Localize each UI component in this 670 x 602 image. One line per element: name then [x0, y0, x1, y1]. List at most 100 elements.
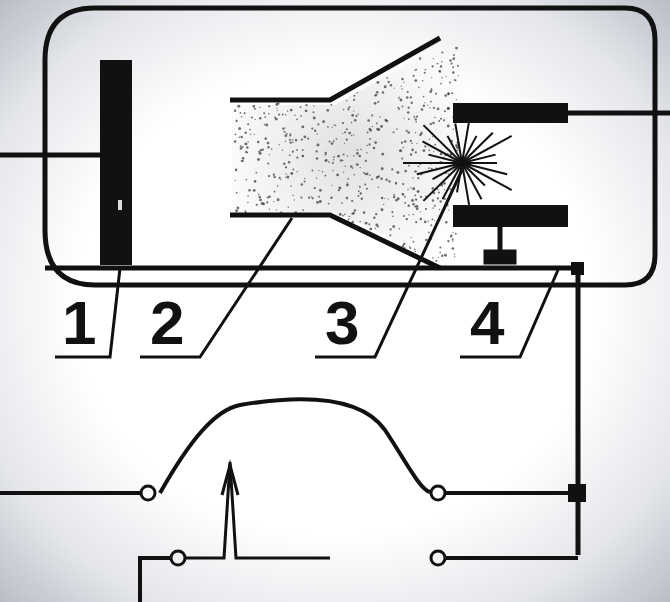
- electron-dot: [431, 89, 433, 91]
- electron-dot: [418, 87, 420, 89]
- electron-dot: [251, 116, 253, 118]
- electron-dot: [316, 201, 319, 204]
- electron-dot: [242, 160, 244, 162]
- electron-dot: [434, 144, 436, 146]
- electron-dot: [313, 111, 315, 113]
- electron-dot: [289, 154, 291, 156]
- electron-dot: [290, 109, 293, 112]
- electron-dot: [235, 133, 237, 135]
- electron-dot: [458, 75, 459, 76]
- electron-dot: [410, 153, 412, 155]
- electron-dot: [425, 69, 427, 71]
- electron-dot: [384, 198, 385, 199]
- electron-dot: [402, 106, 404, 108]
- electron-dot: [294, 199, 295, 200]
- electron-dot: [447, 125, 450, 128]
- electron-dot: [316, 157, 318, 159]
- electron-dot: [443, 119, 445, 121]
- electron-dot: [311, 127, 313, 129]
- electron-dot: [388, 198, 389, 199]
- electron-dot: [406, 218, 408, 220]
- electron-dot: [449, 59, 452, 62]
- electron-dot: [338, 186, 341, 189]
- electron-dot: [455, 233, 457, 235]
- electron-dot: [369, 228, 372, 231]
- electron-dot: [254, 108, 256, 110]
- electron-dot: [278, 114, 280, 116]
- electron-dot: [235, 169, 238, 172]
- electron-dot: [417, 177, 419, 179]
- electron-dot: [432, 136, 433, 137]
- electron-dot: [419, 57, 421, 59]
- electron-dot: [438, 191, 440, 193]
- electron-dot: [239, 112, 241, 114]
- electron-dot: [262, 148, 264, 150]
- electron-dot: [244, 132, 246, 134]
- electron-dot: [351, 114, 354, 117]
- electron-dot: [351, 200, 353, 202]
- electron-dot: [290, 185, 292, 187]
- electron-dot: [411, 142, 413, 144]
- electron-dot: [347, 178, 349, 180]
- electron-dot: [285, 141, 286, 142]
- electron-dot: [295, 139, 297, 141]
- electron-dot: [429, 139, 430, 140]
- electron-dot: [410, 140, 412, 142]
- electron-dot: [289, 135, 291, 137]
- electron-dot: [256, 204, 258, 206]
- electron-dot: [441, 254, 443, 256]
- electron-dot: [343, 153, 345, 155]
- electron-dot: [388, 180, 390, 182]
- electron-dot: [240, 147, 243, 150]
- electron-dot: [451, 63, 453, 65]
- electron-dot: [302, 149, 304, 151]
- electron-dot: [440, 65, 442, 67]
- electron-dot: [354, 209, 356, 211]
- electron-dot: [392, 225, 395, 228]
- spark-ray: [462, 136, 512, 163]
- electron-dot: [293, 169, 295, 171]
- electron-dot: [377, 101, 379, 103]
- electron-dot: [292, 151, 294, 153]
- electron-dot: [314, 130, 316, 132]
- electron-dot: [315, 150, 317, 152]
- electron-dot: [258, 194, 260, 196]
- electron-dot: [433, 151, 434, 152]
- electrode-support: [486, 227, 514, 262]
- electron-dot: [432, 187, 435, 190]
- electron-dot: [296, 171, 297, 172]
- electron-dot: [303, 135, 306, 138]
- spark-discharge: [403, 113, 512, 212]
- electron-dot: [285, 173, 286, 174]
- electron-dot: [365, 160, 367, 162]
- electron-dot: [401, 142, 403, 144]
- electron-dot: [285, 177, 286, 178]
- electron-dot: [440, 83, 442, 85]
- electron-dot: [364, 183, 366, 185]
- electron-dot: [407, 111, 409, 113]
- electron-dot: [387, 77, 389, 79]
- electron-dot: [391, 211, 393, 213]
- electron-dot: [359, 221, 360, 222]
- electron-dot: [275, 118, 278, 121]
- electron-dot: [332, 162, 334, 164]
- electron-dot: [282, 149, 283, 150]
- electron-dot: [375, 224, 378, 227]
- electron-dot: [396, 128, 398, 130]
- electron-dot: [268, 175, 270, 177]
- electron-dot: [444, 94, 447, 97]
- electron-dot: [411, 237, 412, 238]
- electron-dot: [325, 159, 328, 162]
- electron-dot: [447, 107, 450, 110]
- electron-dot: [325, 154, 327, 156]
- electron-dot: [394, 87, 395, 88]
- electron-dot: [372, 126, 373, 127]
- electron-dot: [425, 239, 428, 242]
- electron-dot: [430, 123, 432, 125]
- cathode-highlight: [118, 200, 122, 210]
- electron-dot: [277, 102, 279, 104]
- electron-dot: [307, 138, 309, 140]
- electron-dot: [434, 220, 435, 221]
- electron-dot: [287, 110, 288, 111]
- electron-dot: [423, 149, 426, 152]
